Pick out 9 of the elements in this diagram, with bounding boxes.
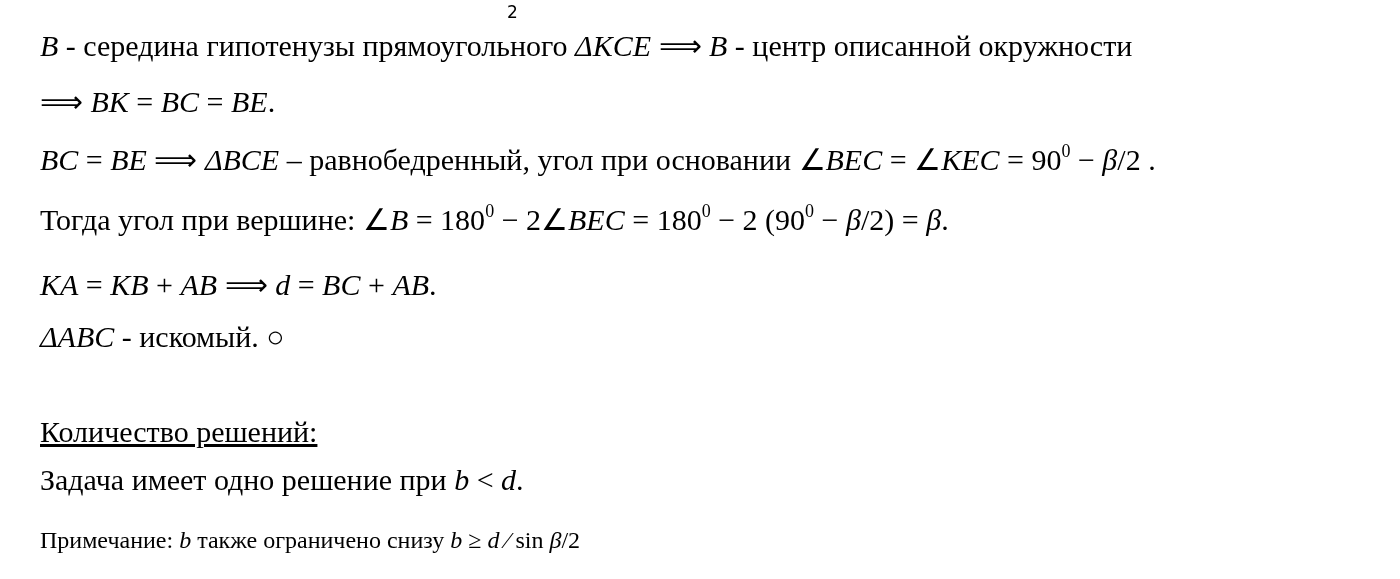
text-line: ΔABC - искомый. ○ <box>40 319 285 355</box>
text-line: BC = BE ⟹ ΔBCE – равнобедренный, угол при основании ∠BEC = ∠KEC = 90$^{0}$ − β/2 . <box>40 140 1156 178</box>
text-line: KA = KB + AB ⟹ d = BC + AB. <box>40 267 437 303</box>
text-line: Тогда угол при вершине: ∠B = 180$^{0}$ − 2∠BEC = 180$^{0}$ − 2 (90$^{0}$ − β/2) = β. <box>40 200 949 238</box>
page-number: 2 <box>507 1 518 24</box>
text-line: B - середина гипотенузы прямоугольного ΔKCE ⟹ B - центр описанной окружности ⟹ BK = BC = BE. <box>40 28 1134 120</box>
note-text: Примечание: b также ограничено снизу b ≥ d ⁄ sin β/2 <box>40 526 581 555</box>
section-heading: Количество решений: <box>40 414 318 450</box>
text-line: Задача имеет одно решение при b < d. <box>40 462 524 498</box>
